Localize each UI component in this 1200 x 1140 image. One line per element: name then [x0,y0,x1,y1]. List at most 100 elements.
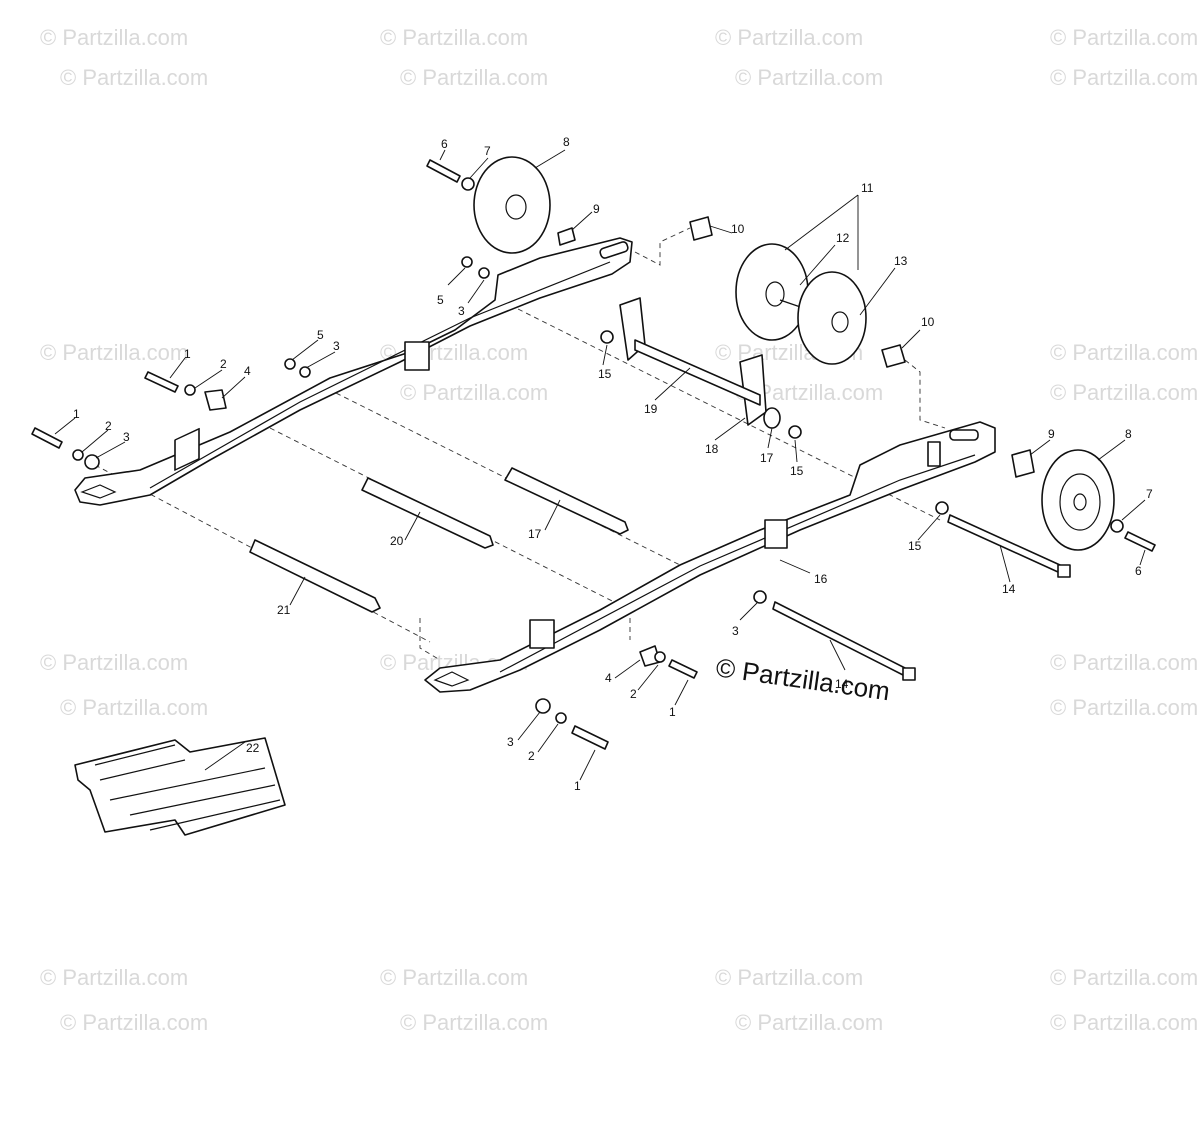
watermark-tile: © Partzilla.com [40,340,188,365]
callout-21: 21 [277,603,291,617]
leader [709,225,733,234]
leader [534,149,566,169]
axle-end-17 [763,407,781,429]
callout-22: 22 [246,741,260,755]
watermark-tile: © Partzilla.com [1050,695,1198,720]
leader [544,499,561,531]
callout-7: 7 [484,144,491,158]
leader [404,511,421,541]
callout-6: 6 [1135,564,1142,578]
track-section-22 [74,737,286,836]
callout-2: 2 [630,687,637,701]
callout-5: 5 [317,328,324,342]
callout-labels: 6 7 8 9 10 11 12 13 10 5 3 5 3 1 2 4 1 2… [73,135,1153,793]
washer-3 [753,590,767,604]
right-rail-slot [949,429,979,441]
leader [859,267,896,316]
leader [289,576,306,606]
leader [1121,499,1146,521]
right-rail-body [424,421,996,693]
watermark-tile: © Partzilla.com [40,650,188,675]
axle-shaft-19 [634,339,761,406]
callout-20: 20 [390,534,404,548]
idler-wheels [473,156,1115,551]
left-rail-clip [174,427,200,471]
right-rail-bracket [927,441,941,467]
watermark-tile: © Partzilla.com [400,1010,548,1035]
leader [579,749,596,781]
leader [674,679,689,706]
watermark-tiles: © Partzilla.com © Partzilla.com © Partzi… [40,25,1198,1035]
watermark-tile: © Partzilla.com [1050,380,1198,405]
spacer-10-upper [689,216,713,241]
callout-3: 3 [123,430,130,444]
leader [901,329,921,349]
watermark-tile: © Partzilla.com [380,25,528,50]
callout-3: 3 [333,339,340,353]
leader [799,244,836,286]
left-slide-rail [74,237,633,506]
callout-2: 2 [528,749,535,763]
wheel-spokes [1059,473,1101,531]
watermark-tile: © Partzilla.com [735,1010,883,1035]
leader [54,417,76,435]
watermark-tile: © Partzilla.com [400,380,548,405]
cross-shafts [249,467,629,613]
leader [169,357,186,379]
bolt-1 [571,725,609,750]
watermark-tile: © Partzilla.com [715,25,863,50]
callout-1: 1 [73,407,80,421]
watermark-tile: © Partzilla.com [60,695,208,720]
callout-7: 7 [1146,487,1153,501]
callout-3: 3 [458,304,465,318]
shaft-21 [249,539,381,613]
leader [917,514,941,541]
guide-line [419,618,441,661]
leader [779,559,811,574]
leader [1029,439,1051,456]
callout-3: 3 [507,735,514,749]
leader [537,723,559,753]
leader [204,741,246,771]
callout-8: 8 [563,135,570,149]
leader [739,602,758,621]
wheel-hub [1073,493,1087,511]
callout-16: 16 [814,572,828,586]
axle-assembly [619,297,781,429]
callout-2: 2 [220,357,227,371]
spacer-9-upper [557,227,576,246]
washer-2 [555,712,567,724]
callout-17: 17 [528,527,542,541]
left-rail-tip [80,484,117,499]
callout-1: 1 [669,705,676,719]
callout-leaders [54,149,1146,781]
leader [221,376,246,399]
guide-line [634,227,691,266]
leader [794,439,798,463]
fasteners [31,159,1156,750]
track-cleats [94,744,281,831]
callout-4: 4 [605,671,612,685]
washer-2 [654,651,666,663]
callout-2: 2 [105,419,112,433]
watermark-tile: © Partzilla.com [400,65,548,90]
callout-17: 17 [760,451,774,465]
left-rail-clip [404,341,430,371]
plate-4 [204,389,227,411]
guide-line [319,384,701,576]
callout-19: 19 [644,402,658,416]
leader [517,711,541,741]
bolt-1 [144,371,179,393]
left-rail-body [74,237,633,506]
watermark-tile: © Partzilla.com [715,965,863,990]
shaft-17 [504,467,629,535]
callout-3: 3 [732,624,739,638]
bolt-1 [31,427,63,449]
callout-12: 12 [836,231,850,245]
watermark-tile: © Partzilla.com [1050,965,1198,990]
callout-15: 15 [790,464,804,478]
callout-14: 14 [1002,582,1016,596]
washer-2 [184,384,196,396]
washer-7-right [1110,519,1124,533]
